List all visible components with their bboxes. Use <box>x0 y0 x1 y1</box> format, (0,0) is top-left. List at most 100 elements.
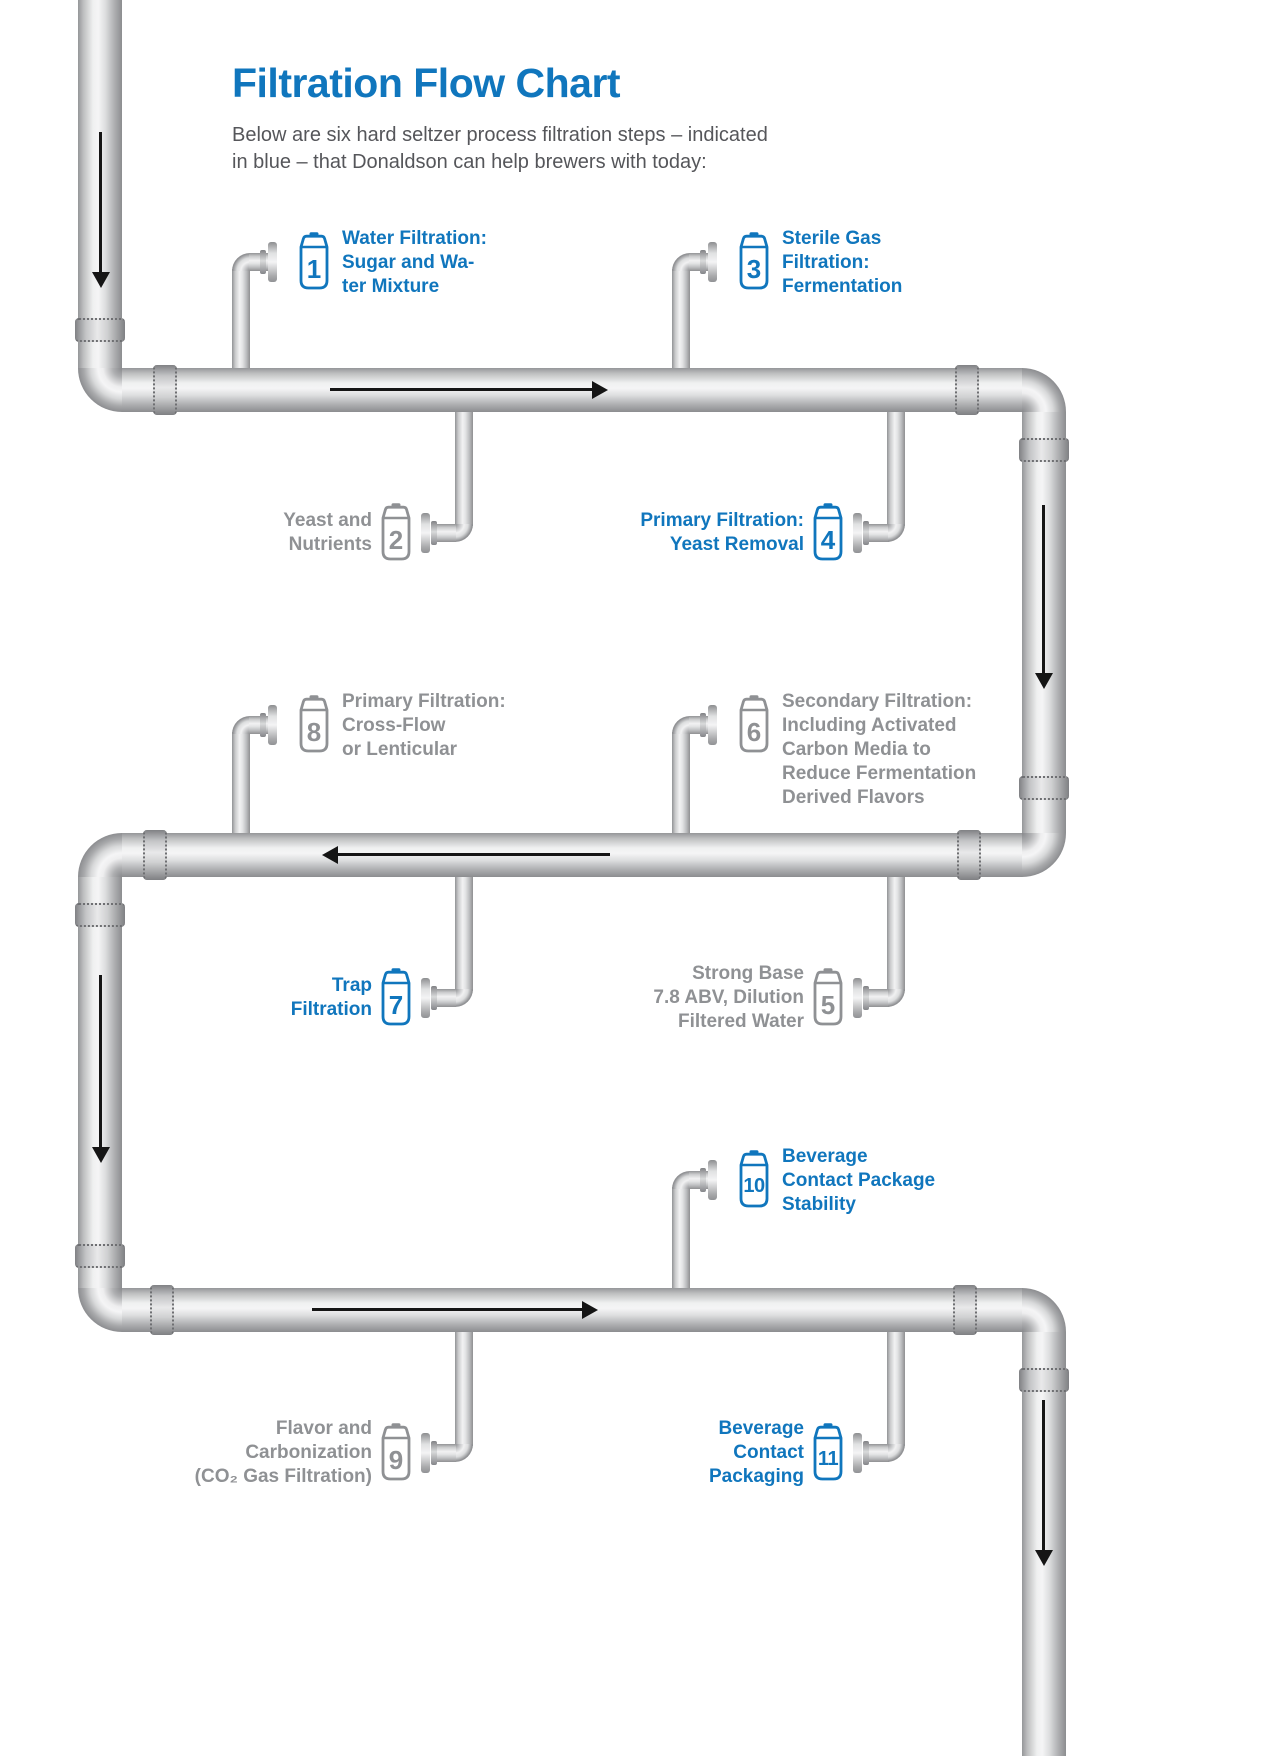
branch-elbow <box>232 253 250 271</box>
step-1: 1 Water Filtration: Sugar and Wa- ter Mi… <box>232 228 487 374</box>
can-icon: 10 <box>736 1149 772 1211</box>
can-icon: 7 <box>378 967 414 1029</box>
step-8: 8 Primary Filtration: Cross-Flow or Lent… <box>232 691 506 839</box>
pipe-elbow-1 <box>78 368 122 412</box>
can-icon: 11 <box>810 1422 846 1484</box>
pipe-elbow-6 <box>1022 1288 1066 1332</box>
can-icon: 2 <box>378 502 414 564</box>
step-number: 8 <box>306 717 322 747</box>
pipe-elbow-4 <box>78 833 122 877</box>
branch-collar <box>700 250 706 274</box>
branch-collar <box>431 521 437 545</box>
step-number: 2 <box>388 525 404 555</box>
branch-fitting <box>268 705 277 745</box>
step-label: Primary Filtration: Yeast Removal <box>640 510 804 555</box>
step-2: 2 Yeast and Nutrients <box>283 406 473 561</box>
branch-collar <box>863 1441 869 1465</box>
step-number: 11 <box>817 1448 839 1470</box>
branch-elbow <box>887 989 905 1007</box>
branch-fitting <box>853 978 862 1018</box>
step-label: Flavor and Carbonization (CO₂ Gas Filtra… <box>194 1418 372 1487</box>
step-10: 10 Beverage Contact Package Stability <box>672 1146 935 1294</box>
pipe-joint <box>1019 1368 1069 1392</box>
step-6: 6 Secondary Filtration: Including Activa… <box>672 691 976 839</box>
branch-fitting <box>421 513 430 553</box>
pipe-joint <box>1019 438 1069 462</box>
step-label: Beverage Contact Package Stability <box>782 1146 936 1215</box>
can-icon: 5 <box>810 967 846 1029</box>
pipe-joint <box>143 830 167 880</box>
step-label: Strong Base 7.8 ABV, Dilution Filtered W… <box>653 963 804 1032</box>
branch-fitting <box>708 705 717 745</box>
branch-pipe <box>672 269 690 374</box>
branch-fitting <box>708 242 717 282</box>
step-number: 1 <box>306 254 322 284</box>
branch-fitting <box>268 242 277 282</box>
branch-collar <box>863 986 869 1010</box>
step-9: 9 Flavor and Carbonization (CO₂ Gas Filt… <box>195 1326 473 1487</box>
branch-elbow <box>672 253 690 271</box>
can-icon: 9 <box>378 1422 414 1484</box>
branch-fitting <box>421 1433 430 1473</box>
branch-elbow <box>887 1444 905 1462</box>
step-number: 5 <box>820 990 836 1020</box>
flow-arrow-right-icon <box>312 1308 582 1311</box>
pipe-joint <box>153 365 177 415</box>
can-icon: 3 <box>736 231 772 293</box>
branch-stub <box>869 989 888 1007</box>
branch-fitting <box>853 1433 862 1473</box>
branch-fitting <box>421 978 430 1018</box>
branch-elbow <box>887 524 905 542</box>
step-11: 11 Beverage Contact Packaging <box>709 1326 905 1487</box>
pipe-joint <box>75 1244 125 1268</box>
pipe-joint <box>953 1285 977 1335</box>
branch-pipe <box>887 406 905 526</box>
page-subtitle: Below are six hard seltzer process filtr… <box>232 124 768 173</box>
flow-arrow-right-icon <box>330 388 592 391</box>
branch-pipe <box>672 732 690 839</box>
branch-elbow <box>672 716 690 734</box>
flow-arrow-down-icon <box>1042 505 1045 673</box>
branch-stub <box>869 1444 888 1462</box>
flow-arrow-down-icon <box>1042 1400 1045 1550</box>
can-icon: 4 <box>810 502 846 564</box>
step-number: 9 <box>388 1445 404 1475</box>
step-label: Primary Filtration: Cross-Flow or Lentic… <box>342 691 506 760</box>
branch-elbow <box>672 1171 690 1189</box>
step-4: 4 Primary Filtration: Yeast Removal <box>640 406 905 561</box>
branch-stub <box>437 524 456 542</box>
step-number: 4 <box>820 525 836 555</box>
step-label: Secondary Filtration: Including Activate… <box>782 691 977 808</box>
can-icon: 1 <box>296 231 332 293</box>
branch-pipe <box>672 1187 690 1294</box>
step-label: Sterile Gas Filtration: Fermentation <box>782 228 903 297</box>
step-3: 3 Sterile Gas Filtration: Fermentation <box>672 228 902 374</box>
branch-collar <box>700 713 706 737</box>
branch-pipe <box>887 1326 905 1446</box>
pipe-joint <box>1019 776 1069 800</box>
branch-stub <box>869 524 888 542</box>
flow-arrow-down-icon <box>99 975 102 1147</box>
pipe-joint <box>150 1285 174 1335</box>
page-title: Filtration Flow Chart <box>232 60 621 106</box>
branch-pipe <box>232 269 250 374</box>
branch-pipe <box>455 406 473 526</box>
branch-collar <box>431 986 437 1010</box>
pipe-joint <box>75 318 125 342</box>
branch-stub <box>437 1444 456 1462</box>
branch-collar <box>260 713 266 737</box>
branch-pipe <box>887 871 905 991</box>
step-number: 3 <box>746 254 762 284</box>
pipe-joint <box>957 830 981 880</box>
pipe-elbow-2 <box>1022 368 1066 412</box>
step-label: Trap Filtration <box>290 975 372 1020</box>
branch-fitting <box>853 513 862 553</box>
branch-stub <box>437 989 456 1007</box>
pipe-elbow-3 <box>1022 833 1066 877</box>
branch-collar <box>431 1441 437 1465</box>
branch-fitting <box>708 1160 717 1200</box>
step-label: Water Filtration: Sugar and Wa- ter Mixt… <box>342 228 487 297</box>
flow-arrow-left-icon <box>338 853 610 856</box>
branch-pipe <box>455 1326 473 1446</box>
